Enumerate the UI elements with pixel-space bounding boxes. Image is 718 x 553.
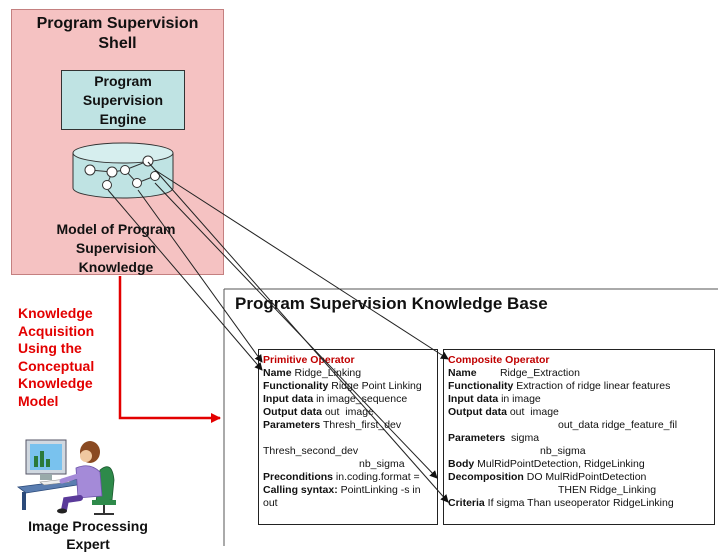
expert-line2: Expert [66, 536, 110, 552]
primitive-param3: nb_sigma [359, 458, 405, 470]
composite-decomposition-row: Decomposition DO MulRidPointDetection [448, 471, 710, 484]
primitive-functionality-row: Functionality Ridge Point Linking [263, 380, 433, 393]
composite-decomposition-label: Decomposition [448, 471, 524, 483]
primitive-name-value: Ridge_Linking [291, 367, 362, 379]
composite-input-label: Input data [448, 393, 499, 405]
composite-criteria-row: Criteria If sigma Than useoperator Ridge… [448, 497, 710, 510]
primitive-parameters-label: Parameters [263, 419, 321, 431]
primitive-preconditions-value: in.coding.format = [333, 471, 420, 483]
shell-title-line2: Shell [98, 35, 137, 52]
composite-input-row: Input data in image [448, 393, 710, 406]
primitive-output-row: Output data out image [263, 406, 433, 419]
primitive-operator-box: Primitive Operator Name Ridge_Linking Fu… [258, 349, 438, 525]
primitive-output-value: out image [321, 406, 374, 418]
composite-param2: nb_sigma [540, 445, 586, 457]
composite-output-value: out image [506, 406, 559, 418]
primitive-calling-row: Calling syntax: PointLinking -s in [263, 484, 433, 497]
composite-output-label: Output data [448, 406, 507, 418]
engine-label-line2: Supervision [82, 91, 164, 108]
primitive-calling-value2: out [263, 497, 278, 509]
primitive-parameters-row: Parameters Thresh_first_dev [263, 419, 433, 432]
expert-person-icon [16, 439, 116, 515]
ka-line1: Knowledge [18, 305, 93, 321]
composite-output2: out_data ridge_feature_fil [558, 419, 678, 431]
primitive-output-label: Output data [263, 406, 322, 418]
primitive-operator-header: Primitive Operator [263, 354, 355, 366]
engine-label-line1: Program [94, 72, 152, 89]
composite-name-label: Name [448, 367, 477, 379]
primitive-functionality-label: Functionality [263, 380, 329, 392]
composite-criteria-value: If sigma Than useoperator RidgeLinking [484, 497, 674, 509]
knowledge-acquisition-arrow [118, 276, 221, 423]
model-label-line3: Knowledge [78, 259, 154, 275]
composite-parameters-row: Parameters sigma [448, 432, 710, 445]
composite-functionality-label: Functionality [448, 380, 514, 392]
expert-line1: Image Processing [28, 518, 148, 534]
composite-parameters-value: sigma [505, 432, 540, 444]
primitive-blank-row [263, 432, 433, 445]
composite-functionality-value: Extraction of ridge linear features [513, 380, 671, 392]
primitive-preconditions-row: Preconditions in.coding.format = [263, 471, 433, 484]
primitive-functionality-value: Ridge Point Linking [328, 380, 422, 392]
supervision-engine-box: Program Supervision Engine [61, 70, 185, 130]
ka-line2: Acquisition [18, 322, 95, 339]
ka-line5: Knowledge [18, 375, 93, 391]
composite-parameters-label: Parameters [448, 432, 506, 444]
primitive-parameters-value: Thresh_first_dev [320, 419, 402, 431]
image-processing-expert-label: Image Processing Expert [18, 517, 158, 553]
engine-label-line3: Engine [99, 110, 147, 127]
primitive-input-value: in image_sequence [313, 393, 408, 405]
ka-line4: Conceptual [18, 357, 95, 374]
primitive-name-row: Name Ridge_Linking [263, 367, 433, 380]
composite-name-row: Name Ridge_Extraction [448, 367, 710, 380]
primitive-name-label: Name [263, 367, 292, 379]
model-label-line2: Supervision [75, 240, 157, 256]
primitive-preconditions-label: Preconditions [263, 471, 334, 483]
composite-name-value: Ridge_Extraction [476, 367, 580, 379]
composite-functionality-row: Functionality Extraction of ridge linear… [448, 380, 710, 393]
composite-output-row: Output data out image [448, 406, 710, 419]
shell-title-line1: Program Supervision [36, 15, 199, 32]
primitive-calling-value: PointLinking -s in [337, 484, 421, 496]
ka-line6: Model [18, 392, 59, 409]
composite-input-value: in image [498, 393, 541, 405]
primitive-input-label: Input data [263, 393, 314, 405]
model-label: Model of Program Supervision Knowledge [36, 220, 196, 277]
composite-operator-header: Composite Operator [448, 354, 550, 366]
composite-decomposition-value: DO MulRidPointDetection [523, 471, 647, 483]
model-label-line1: Model of Program [56, 221, 176, 237]
primitive-calling-label: Calling syntax: [263, 484, 338, 496]
knowledge-base-title: Program Supervision Knowledge Base [235, 294, 548, 313]
primitive-input-row: Input data in image_sequence [263, 393, 433, 406]
shell-title: Program Supervision Shell [11, 14, 224, 54]
composite-body-row: Body MulRidPointDetection, RidgeLinking [448, 458, 710, 471]
composite-body-label: Body [448, 458, 475, 470]
knowledge-acquisition-label: Knowledge Acquisition Using the Conceptu… [18, 305, 128, 410]
composite-operator-box: Composite Operator Name Ridge_Extraction… [443, 349, 715, 525]
composite-body-value: MulRidPointDetection, RidgeLinking [474, 458, 645, 470]
ka-line3: Using the [18, 340, 82, 356]
composite-decomposition2: THEN Ridge_Linking [558, 484, 657, 496]
composite-criteria-label: Criteria [448, 497, 485, 509]
primitive-param2: Thresh_second_dev [263, 445, 359, 457]
